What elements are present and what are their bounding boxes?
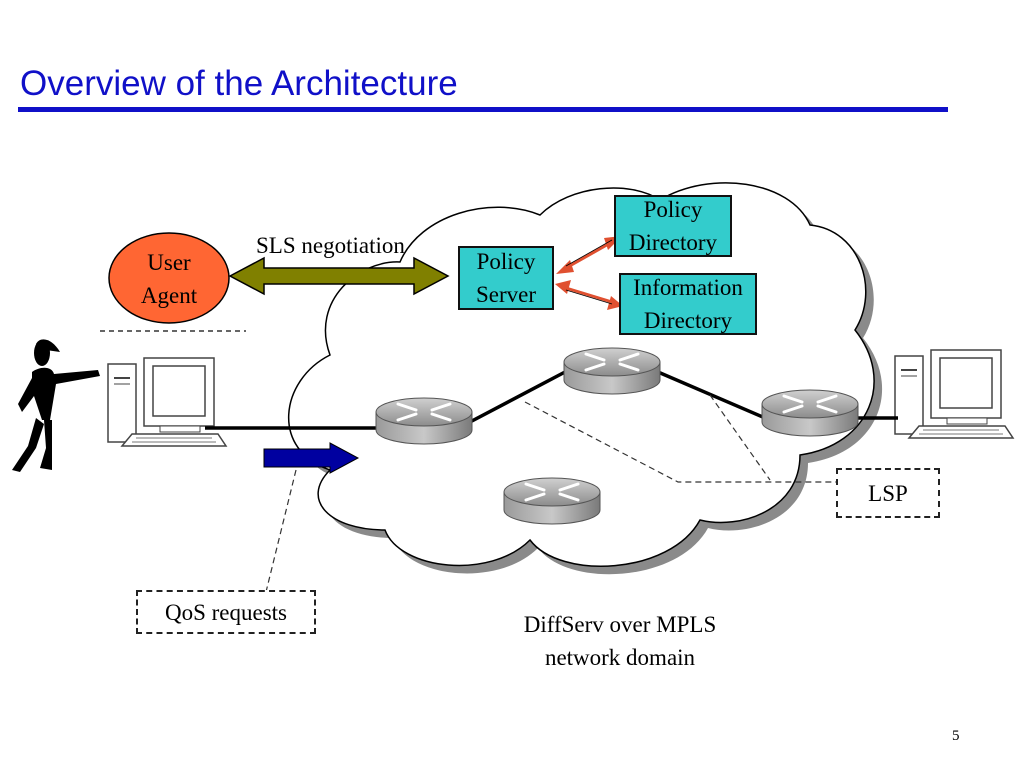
router-icon — [374, 396, 474, 446]
lsp-path — [265, 394, 838, 593]
computer-icon — [894, 349, 1014, 439]
user-agent-label: User Agent — [140, 250, 198, 308]
sls-negotiation-arrow — [228, 256, 450, 296]
domain-caption: DiffServ over MPLS network domain — [523, 612, 717, 670]
network-links — [205, 370, 898, 430]
lsp-label: LSP — [836, 468, 940, 518]
computer-icon — [107, 357, 227, 447]
router-icon — [562, 346, 662, 396]
information-directory-node: Information Directory — [619, 273, 757, 335]
person-icon — [12, 339, 100, 472]
policy-server-link-outlines — [565, 239, 613, 305]
policy-server-node: Policy Server — [458, 246, 554, 310]
user-agent-node — [108, 232, 230, 324]
page-title: Overview of the Architecture — [20, 64, 458, 103]
router-icon — [502, 476, 602, 526]
qos-requests-label: QoS requests — [136, 590, 316, 634]
policy-directory-node: Policy Directory — [614, 195, 732, 257]
qos-request-arrow — [263, 442, 360, 474]
title-underline — [18, 107, 948, 112]
router-icon — [760, 388, 860, 438]
page-number: 5 — [952, 728, 960, 744]
sls-negotiation-label: SLS negotiation — [256, 233, 405, 258]
